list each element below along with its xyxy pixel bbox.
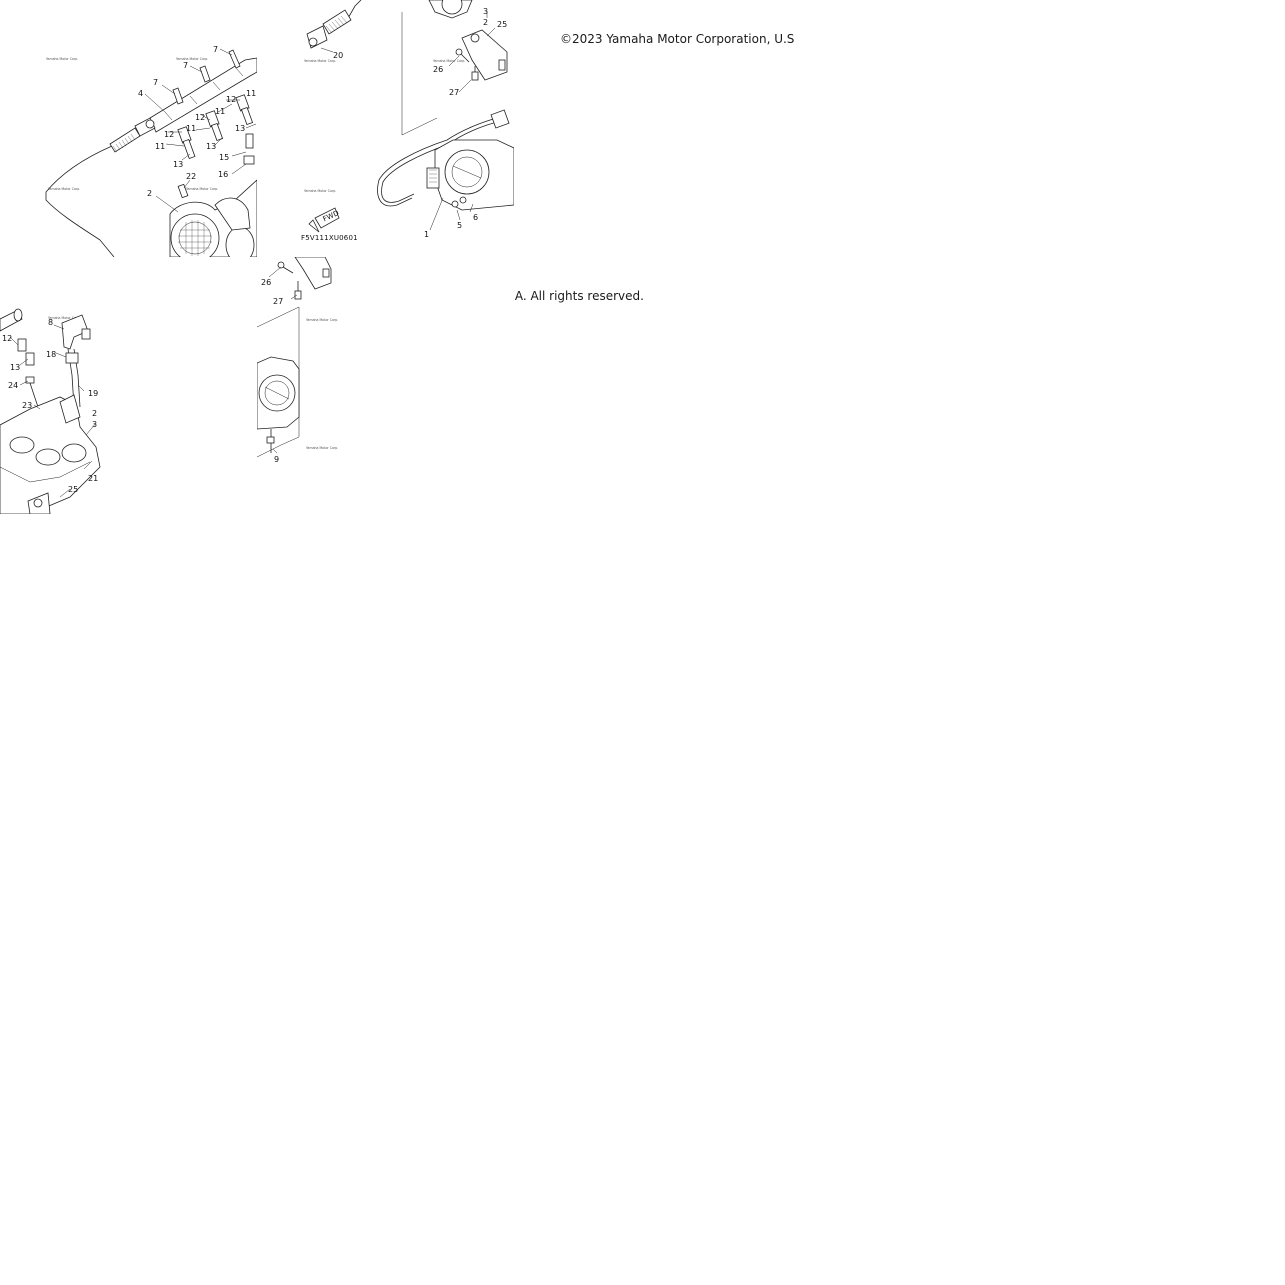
callout-19: 19: [88, 389, 98, 398]
callout-15: 15: [219, 153, 229, 162]
watermark: Yamaha Motor Corp.: [304, 189, 336, 193]
callout-26: 26: [261, 278, 271, 287]
frame-outline: [401, 12, 438, 136]
bolt: [455, 48, 470, 63]
diagram-tile-throttle-mount: Yamaha Motor Corp. Yamaha Motor Corp.: [257, 257, 514, 514]
bracket: [461, 29, 508, 81]
callout-21: 21: [88, 474, 98, 483]
callout-7: 7: [183, 61, 188, 70]
callout-2: 2: [147, 189, 152, 198]
callout-11: 11: [155, 142, 165, 151]
injector: [25, 352, 35, 366]
throttle-body: [257, 356, 300, 430]
bolt: [266, 429, 275, 453]
watermark: Yamaha Motor Corp.: [306, 318, 338, 322]
callout-3: 3: [483, 7, 488, 16]
screw: [451, 200, 459, 208]
fuel-rail-drawing: Yamaha Motor Corp. Yamaha Motor Corp. Ya…: [45, 45, 257, 257]
callout-3: 3: [92, 420, 97, 429]
callout-13: 13: [10, 363, 20, 372]
diagram-tile-throttle-body: Yamaha Motor Corp. Yamaha Motor Corp. Ya…: [257, 0, 514, 257]
callout-7: 7: [213, 45, 218, 54]
copyright-line-1: ©2023 Yamaha Motor Corporation, U.S: [560, 32, 795, 46]
callout-13: 13: [173, 160, 183, 169]
watermark: Yamaha Motor Corp.: [304, 59, 336, 63]
drawing-code: F5V111XU0601: [301, 234, 358, 242]
callout-11: 11: [186, 124, 196, 133]
callout-7: 7: [153, 78, 158, 87]
callout-26: 26: [433, 65, 443, 74]
callout-12: 12: [226, 95, 236, 104]
bracket: [294, 257, 332, 290]
watermark: Yamaha Motor Corp.: [48, 316, 80, 320]
callout-6: 6: [473, 213, 478, 222]
screw: [172, 49, 241, 105]
throttle-bore-upper: [428, 0, 473, 19]
callout-20: 20: [333, 51, 343, 60]
callout-9: 9: [274, 455, 279, 464]
callout-12: 12: [164, 130, 174, 139]
callout-2: 2: [483, 18, 488, 27]
fuel-rail: [149, 57, 257, 133]
callout-4: 4: [138, 89, 143, 98]
callout-12: 12: [2, 334, 12, 343]
watermark: Yamaha Motor Corp.: [48, 187, 80, 191]
intake-manifold: [169, 179, 257, 257]
callout-5: 5: [457, 221, 462, 230]
hose-fitting: [109, 117, 156, 153]
hose-clamp: [65, 352, 79, 364]
callout-2: 2: [92, 409, 97, 418]
injector: [17, 338, 27, 352]
diagram-tile-fuel-rail: Yamaha Motor Corp. Yamaha Motor Corp. Ya…: [0, 0, 257, 257]
watermark: Yamaha Motor Corp.: [433, 59, 465, 63]
wire-harness: [381, 121, 498, 203]
callout-12: 12: [195, 113, 205, 122]
callout-11: 11: [215, 107, 225, 116]
intake-manifold: [0, 394, 101, 514]
throttle-mount-drawing: Yamaha Motor Corp. Yamaha Motor Corp.: [257, 257, 338, 464]
bolt: [471, 66, 479, 81]
sensor: [177, 183, 189, 199]
callout-25: 25: [497, 20, 507, 29]
wire-harness: [377, 117, 498, 207]
watermark: Yamaha Motor Corp.: [186, 187, 218, 191]
injector: [177, 94, 255, 165]
callout-16: 16: [218, 170, 228, 179]
watermark: Yamaha Motor Corp.: [176, 57, 208, 61]
copyright-line-2: .A. All rights reserved.: [511, 289, 644, 303]
hose-fitting: [306, 0, 362, 49]
intake-manifold-drawing: Yamaha Motor Corp.: [0, 308, 101, 514]
pressure-sensor: [61, 314, 91, 350]
watermark: Yamaha Motor Corp.: [306, 446, 338, 450]
callout-25: 25: [68, 485, 78, 494]
screw: [459, 196, 467, 204]
callout-13: 13: [235, 124, 245, 133]
watermark: Yamaha Motor Corp.: [46, 57, 78, 61]
bolt: [277, 261, 294, 274]
callout-11: 11: [246, 89, 256, 98]
diagram-tile-intake-manifold: Yamaha Motor Corp.: [0, 257, 257, 514]
callout-8: 8: [48, 318, 53, 327]
bolt: [294, 281, 302, 300]
fuel-hose: [45, 145, 115, 257]
callout-27: 27: [273, 297, 283, 306]
callout-1: 1: [424, 230, 429, 239]
callout-27: 27: [449, 88, 459, 97]
callout-24: 24: [8, 381, 18, 390]
callout-18: 18: [46, 350, 56, 359]
callout-13: 13: [206, 142, 216, 151]
callout-22: 22: [186, 172, 196, 181]
bracket: [27, 492, 51, 514]
connector: [490, 109, 510, 129]
fwd-arrow: FWD: [308, 207, 340, 233]
throttle-body: [426, 139, 514, 211]
bolt: [25, 376, 39, 408]
callout-23: 23: [22, 401, 32, 410]
throttle-body-drawing: Yamaha Motor Corp. Yamaha Motor Corp. Ya…: [301, 0, 514, 242]
